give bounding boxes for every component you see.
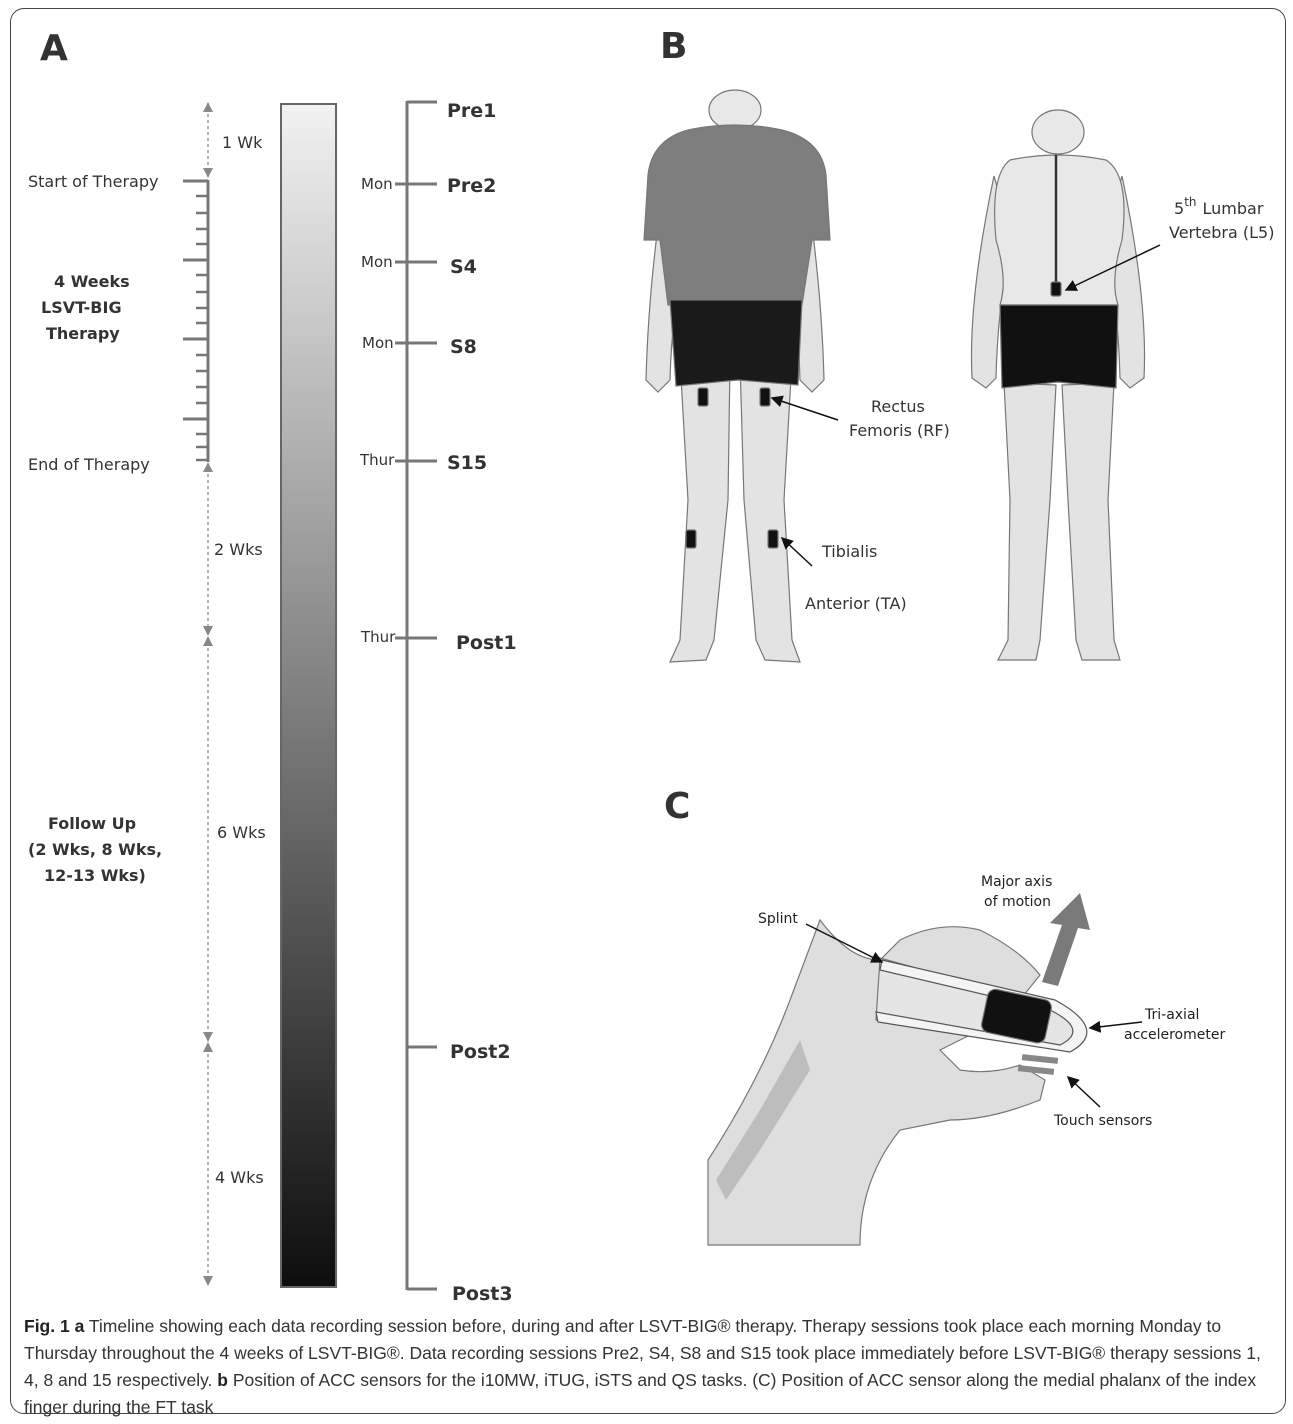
l5-number: 5 (1174, 199, 1184, 218)
caption-a-letter: a (75, 1316, 85, 1336)
therapy-label-1: 4 Weeks (54, 272, 130, 291)
session-s15: S15 (447, 452, 487, 474)
panel-a-label: A (40, 28, 68, 69)
l5-lumbar: Lumbar (1203, 199, 1264, 218)
rf-label-2: Femoris (RF) (849, 421, 950, 440)
caption-fig-label: Fig. 1 (24, 1316, 70, 1336)
gradient-bar (281, 104, 336, 1287)
axis-label-2: of motion (984, 894, 1051, 910)
l5-label-1: 5th Lumbar (1174, 195, 1264, 218)
ta-label-2: Anterior (TA) (805, 594, 907, 613)
start-of-therapy-label: Start of Therapy (28, 172, 158, 191)
day-pre2: Mon (361, 175, 393, 193)
panel-b: B (644, 26, 1274, 662)
panel-c: C Major axis of motion Splint Tri-axial … (664, 786, 1225, 1245)
panel-a: A 1 Wk 2 Wks 6 Wks 4 Wks (28, 28, 517, 1305)
panel-b-label: B (660, 26, 687, 67)
interval-1wk: 1 Wk (222, 133, 263, 152)
day-post1: Thur (360, 628, 396, 646)
figure-caption: Fig. 1 a Timeline showing each data reco… (24, 1313, 1274, 1421)
acc-label-2: accelerometer (1124, 1027, 1225, 1043)
ta-label-1: Tibialis (821, 542, 877, 561)
day-s4: Mon (361, 253, 393, 271)
followup-label-2: (2 Wks, 8 Wks, (28, 840, 162, 859)
therapy-label-3: Therapy (46, 324, 120, 343)
session-pre2: Pre2 (447, 175, 496, 197)
day-s8: Mon (362, 334, 394, 352)
session-s8: S8 (450, 336, 477, 358)
caption-b-letter: b (217, 1370, 228, 1390)
hand-illustration (708, 893, 1090, 1245)
therapy-label-2: LSVT-BIG (41, 298, 122, 317)
acc-label-1: Tri-axial (1144, 1007, 1199, 1023)
session-post2: Post2 (450, 1041, 511, 1063)
followup-label-1: Follow Up (48, 814, 136, 833)
rf-label-1: Rectus (871, 397, 925, 416)
end-of-therapy-label: End of Therapy (28, 455, 150, 474)
session-s4: S4 (450, 256, 477, 278)
followup-label-3: 12-13 Wks) (44, 866, 146, 885)
session-post3: Post3 (452, 1283, 513, 1305)
back-body-illustration (971, 110, 1144, 660)
session-post1: Post1 (456, 632, 517, 654)
front-body-illustration (644, 90, 830, 662)
panel-c-label: C (664, 786, 690, 827)
l5-label-2: Vertebra (L5) (1169, 223, 1274, 242)
day-s15: Thur (359, 451, 395, 469)
interval-4wks: 4 Wks (215, 1168, 264, 1187)
l5-superscript: th (1184, 195, 1196, 209)
interval-2wks: 2 Wks (214, 540, 263, 559)
therapy-scale (183, 180, 208, 462)
splint-label: Splint (758, 911, 798, 927)
touch-sensors-label: Touch sensors (1053, 1113, 1152, 1129)
session-ticks (395, 102, 437, 1289)
session-pre1: Pre1 (447, 100, 496, 122)
interval-6wks: 6 Wks (217, 823, 266, 842)
figure-svg: A 1 Wk 2 Wks 6 Wks 4 Wks (0, 0, 1293, 1310)
axis-label-1: Major axis (981, 874, 1052, 890)
